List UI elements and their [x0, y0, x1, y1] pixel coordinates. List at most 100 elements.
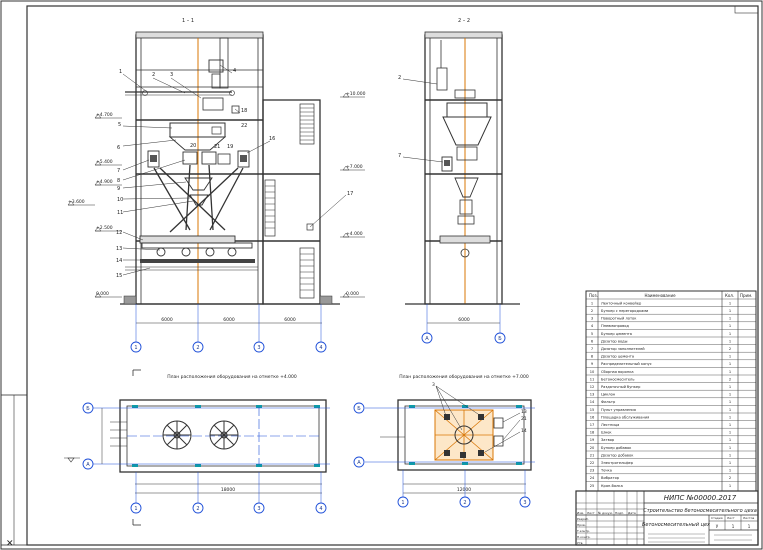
- svg-text:6: 6: [117, 145, 120, 151]
- spec-name: Сборная воронка: [601, 370, 634, 374]
- svg-text:1: 1: [134, 345, 137, 351]
- spec-qty: 1: [729, 332, 731, 336]
- svg-text:8: 8: [117, 178, 120, 184]
- spec-qty: 1: [729, 415, 731, 419]
- spec-pos: 1: [591, 301, 593, 305]
- svg-text:Утв.: Утв.: [577, 541, 583, 545]
- svg-text:Разраб.: Разраб.: [577, 517, 589, 521]
- svg-text:2: 2: [398, 75, 401, 81]
- svg-text:У: У: [716, 524, 719, 529]
- spec-qty: 1: [729, 446, 731, 450]
- spec-name: Фильтр: [601, 400, 616, 404]
- spec-name: Бункер с перегородками: [601, 309, 649, 313]
- spec-name: Пульт управления: [601, 408, 636, 412]
- inner-frame: [26, 5, 759, 546]
- svg-text:6000: 6000: [161, 317, 173, 323]
- svg-text:Стадия: Стадия: [711, 516, 723, 520]
- svg-text:21: 21: [214, 144, 220, 150]
- spec-qty: 1: [729, 484, 731, 488]
- spec-qty: 1: [729, 400, 731, 404]
- svg-text:Подп.: Подп.: [615, 511, 624, 515]
- spec-pos: 11: [590, 377, 595, 381]
- svg-text:14: 14: [116, 258, 122, 264]
- document-code: НИПС №00000.2017: [664, 494, 737, 502]
- svg-text:9: 9: [117, 186, 120, 192]
- spec-pos: 17: [590, 423, 595, 427]
- table-row: 20 Бункер добавок 1: [590, 446, 731, 450]
- svg-text:7: 7: [117, 168, 120, 174]
- section-1-title: 1 – 1: [182, 18, 194, 24]
- table-row: 23 Течка 1: [590, 469, 731, 473]
- svg-text:18: 18: [241, 108, 247, 114]
- plan-left: План расположения оборудования на отметк…: [64, 369, 330, 526]
- svg-text:Б: Б: [357, 406, 361, 412]
- svg-text:4: 4: [319, 506, 322, 512]
- svg-text:3: 3: [523, 500, 526, 506]
- svg-text:Б: Б: [86, 406, 90, 412]
- svg-text:1: 1: [732, 524, 735, 529]
- spec-pos: 23: [590, 469, 595, 473]
- svg-text:А: А: [357, 460, 361, 466]
- svg-text:1: 1: [134, 506, 137, 512]
- spec-name: Бетоносмеситель: [601, 377, 634, 381]
- svg-text:12000: 12000: [457, 487, 471, 493]
- spec-pos: 16: [590, 415, 595, 419]
- spec-qty: 1: [729, 469, 731, 473]
- spec-qty: 1: [729, 301, 731, 305]
- spec-pos: 5: [591, 332, 593, 336]
- spec-qty: 1: [729, 370, 731, 374]
- spec-pos: 21: [590, 453, 595, 457]
- svg-text:2: 2: [152, 72, 155, 78]
- svg-text:1: 1: [119, 69, 122, 75]
- svg-text:4: 4: [233, 68, 236, 74]
- svg-text:15: 15: [116, 273, 122, 279]
- spec-name: Раздаточный бункер: [601, 385, 641, 389]
- spec-name: Электротельфер: [601, 461, 634, 465]
- spec-name: Шнек: [601, 431, 612, 435]
- section-2-2: 2 – 2 2 7 6000: [398, 18, 520, 344]
- svg-text:Прим.: Прим.: [740, 293, 752, 298]
- svg-text:14: 14: [521, 428, 527, 434]
- spec-qty: 1: [729, 309, 731, 313]
- spec-qty: 1: [729, 324, 731, 328]
- spec-name: Бункер добавок: [601, 446, 632, 450]
- svg-text:1: 1: [748, 524, 751, 529]
- spec-name: Лестница: [601, 423, 619, 427]
- spec-pos: 10: [590, 370, 595, 374]
- spec-pos: 19: [590, 438, 595, 442]
- spec-qty: 1: [729, 408, 731, 412]
- svg-text:2: 2: [196, 506, 199, 512]
- spec-name: Дозатор добавок: [601, 453, 634, 457]
- spec-qty: 1: [729, 362, 731, 366]
- spec-pos: 6: [591, 339, 594, 343]
- spec-pos: 25: [590, 484, 595, 488]
- svg-text:3: 3: [257, 345, 260, 351]
- svg-text:+4.900: +4.900: [96, 179, 113, 185]
- svg-text:13: 13: [521, 409, 527, 415]
- svg-text:7: 7: [398, 153, 401, 159]
- spec-pos: 20: [590, 446, 595, 450]
- svg-text:+10.000: +10.000: [346, 91, 366, 97]
- svg-text:Н.контр.: Н.контр.: [577, 535, 590, 539]
- spec-qty: 2: [729, 476, 731, 480]
- svg-text:Листов: Листов: [743, 516, 754, 520]
- spec-pos: 7: [591, 347, 593, 351]
- svg-text:17: 17: [347, 191, 353, 197]
- spec-name: Дозатор воды: [601, 339, 628, 343]
- spec-name: Течка: [600, 469, 612, 473]
- plan-left-title: План расположения оборудования на отметк…: [167, 374, 297, 380]
- svg-text:Лист: Лист: [587, 511, 595, 515]
- svg-text:20: 20: [190, 143, 196, 149]
- spec-qty: 1: [729, 317, 731, 321]
- svg-text:0.000: 0.000: [346, 291, 359, 297]
